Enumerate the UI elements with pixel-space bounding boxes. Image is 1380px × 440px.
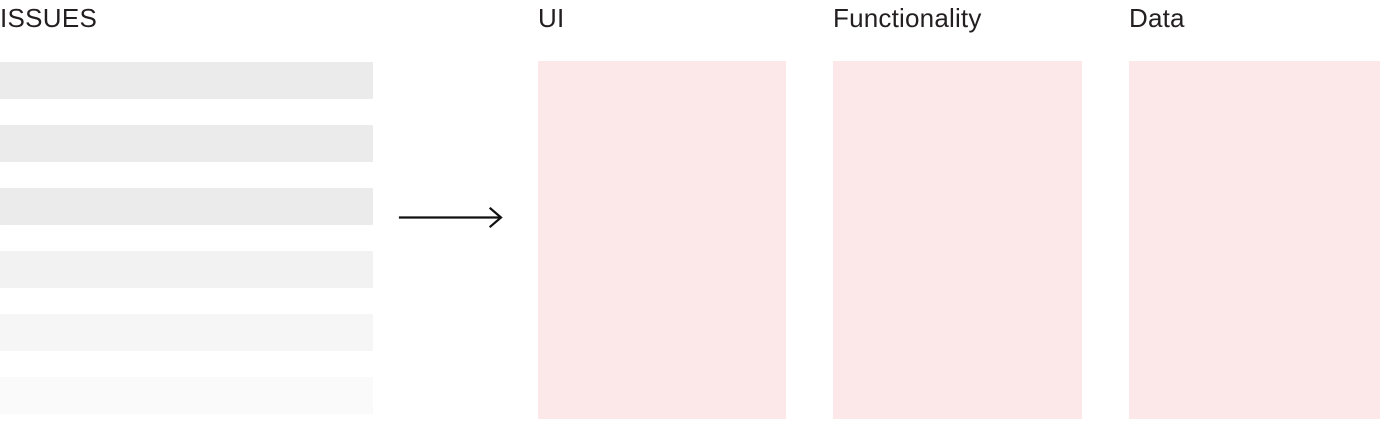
category-panel[interactable]	[1129, 61, 1380, 419]
issue-placeholder-bar[interactable]	[0, 62, 373, 99]
issue-placeholder-bar[interactable]	[0, 251, 373, 288]
category-panel[interactable]	[538, 61, 786, 419]
issues-column-title: ISSUES	[0, 3, 98, 33]
category-panel[interactable]	[833, 61, 1082, 419]
issue-placeholder-bar[interactable]	[0, 314, 373, 351]
category-label: UI	[538, 3, 565, 33]
diagram-canvas: ISSUES UI Functionality Data	[0, 3, 1380, 419]
category-label: Data	[1129, 3, 1185, 33]
right-arrow-icon	[398, 204, 508, 232]
category-label: Functionality	[833, 3, 982, 33]
issues-placeholder-list	[0, 62, 373, 440]
issue-placeholder-bar[interactable]	[0, 377, 373, 414]
issue-placeholder-bar[interactable]	[0, 188, 373, 225]
issue-placeholder-bar[interactable]	[0, 125, 373, 162]
